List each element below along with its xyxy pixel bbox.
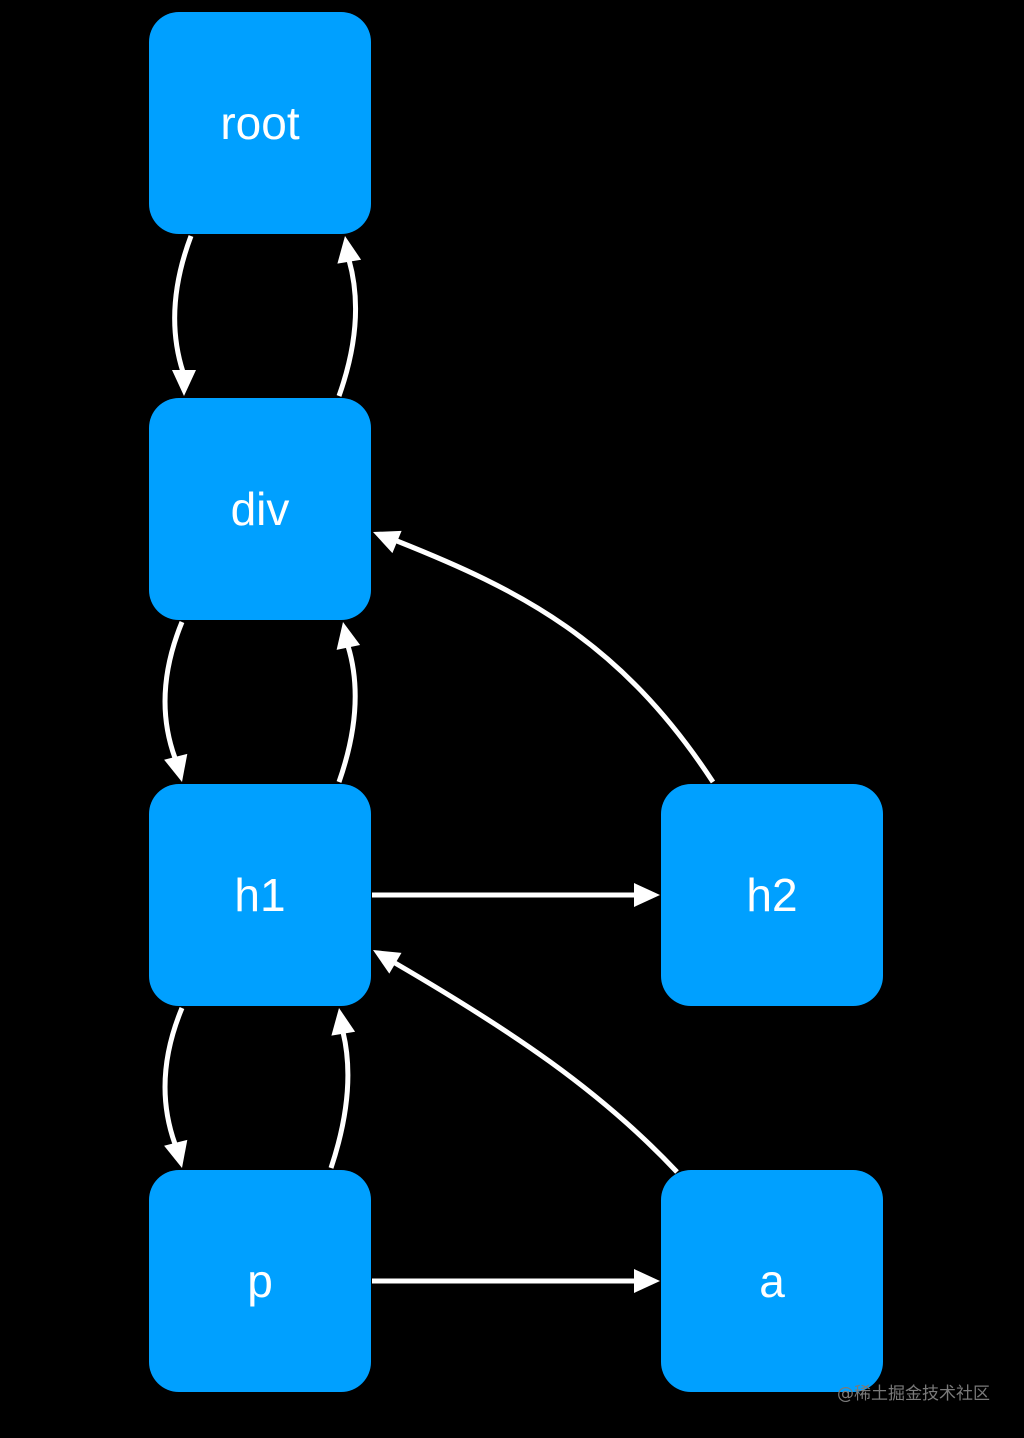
edge-line	[162, 1007, 185, 1145]
node-box	[661, 1170, 883, 1392]
edge-line	[172, 235, 194, 373]
node-label: div	[231, 483, 290, 535]
node-label: root	[220, 97, 299, 149]
edge-h1-to-div	[336, 622, 361, 783]
edge-a-to-h1	[373, 950, 679, 1174]
arrowhead-icon	[634, 883, 660, 907]
node-div: div	[149, 398, 371, 620]
node-box	[149, 1170, 371, 1392]
arrowhead-icon	[164, 753, 188, 782]
edge-line	[396, 538, 716, 784]
edge-root-to-div	[172, 235, 196, 396]
edge-h1-to-h2	[372, 883, 660, 907]
edge-h1-to-p	[162, 1007, 188, 1168]
edge-line	[328, 1031, 351, 1169]
node-label: h1	[234, 869, 285, 921]
node-h1: h1	[149, 784, 371, 1006]
arrowhead-icon	[336, 622, 361, 650]
node-p: p	[149, 1170, 371, 1392]
arrowhead-icon	[373, 530, 402, 554]
edge-line	[336, 645, 358, 783]
arrowhead-icon	[337, 236, 362, 264]
edge-line	[393, 960, 679, 1174]
watermark-text: @稀土掘金技术社区	[837, 1384, 990, 1404]
edge-div-to-h1	[162, 621, 188, 782]
node-box	[661, 784, 883, 1006]
nodes: root div h1 h2 p a	[149, 12, 883, 1392]
arrowhead-icon	[373, 950, 402, 974]
node-label: p	[247, 1255, 273, 1307]
edge-p-to-a	[372, 1269, 660, 1293]
node-box	[149, 12, 371, 234]
arrowhead-icon	[634, 1269, 660, 1293]
node-box	[149, 784, 371, 1006]
arrowhead-icon	[172, 370, 196, 396]
edge-line	[336, 259, 359, 397]
arrowhead-icon	[164, 1139, 188, 1168]
edges	[162, 235, 716, 1293]
edge-line	[162, 621, 185, 759]
edge-div-to-root	[336, 236, 362, 397]
node-a: a	[661, 1170, 883, 1392]
node-label: a	[759, 1255, 785, 1307]
edge-h2-to-div	[373, 530, 716, 784]
node-box	[149, 398, 371, 620]
arrowhead-icon	[331, 1008, 356, 1036]
node-h2: h2	[661, 784, 883, 1006]
edge-p-to-h1	[328, 1008, 356, 1169]
node-label: h2	[746, 869, 797, 921]
node-root: root	[149, 12, 371, 234]
